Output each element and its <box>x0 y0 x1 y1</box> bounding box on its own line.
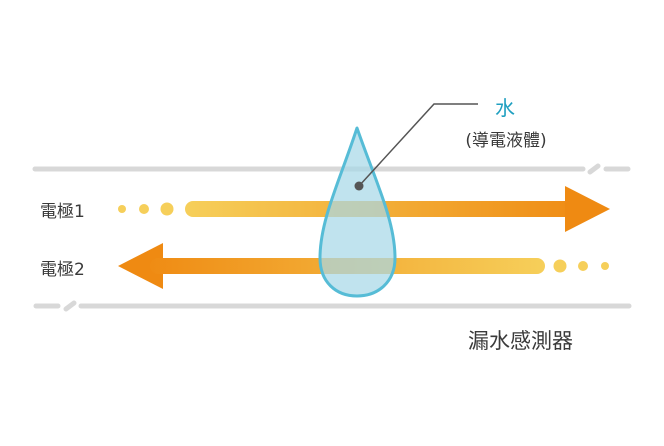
electrode2-dot <box>578 261 588 271</box>
electrode2-arrowhead <box>118 243 163 289</box>
electrode1-arrowhead <box>565 186 610 232</box>
top-rail <box>32 163 631 175</box>
water-pointer <box>354 103 478 191</box>
electrode2-dot <box>601 262 609 270</box>
electrode1-label: 電極1 <box>40 202 85 222</box>
electrode2-dot <box>553 259 567 273</box>
water-drop-icon <box>318 126 397 298</box>
bottom-rail <box>33 300 632 312</box>
electrode1-dot <box>139 204 149 214</box>
water-label: 水 <box>495 96 515 120</box>
electrode1-dot <box>118 205 126 213</box>
sensor-caption: 漏水感測器 <box>468 329 573 353</box>
electrode2-label: 電極2 <box>40 260 85 280</box>
water-sublabel: (導電液體) <box>465 131 547 151</box>
electrode1-dot <box>160 202 174 216</box>
pointer-dot <box>354 181 364 191</box>
